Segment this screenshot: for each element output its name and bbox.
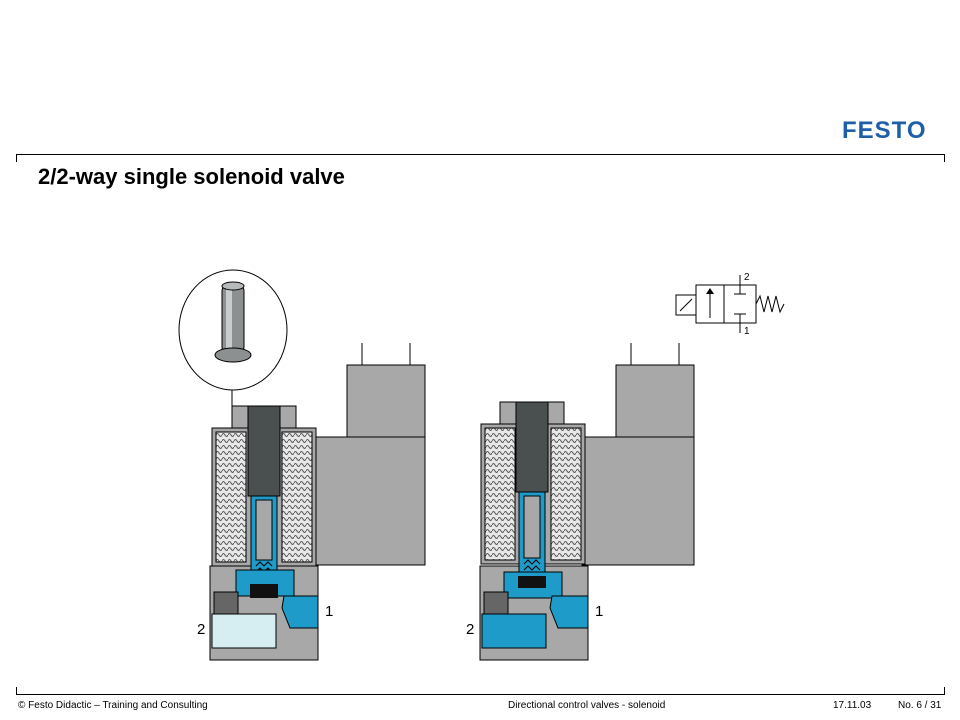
valve-right: 2 1: [466, 343, 695, 661]
symbol-port-1-label: 1: [744, 326, 750, 337]
footer-topic: Directional control valves - solenoid: [508, 700, 666, 711]
footer-rule: [16, 694, 945, 695]
festo-logo: FESTO: [842, 117, 927, 142]
header-rule: [16, 154, 945, 155]
left-port-1-label: 1: [325, 603, 333, 620]
right-port-1-label: 1: [595, 603, 603, 620]
header-rule-tick-left: [16, 154, 17, 162]
festo-logo-text: FESTO: [842, 117, 927, 142]
footer-copyright: © Festo Didactic – Training and Consulti…: [18, 700, 208, 711]
footer-rule-tick-right: [944, 687, 945, 695]
left-port-2-label: 2: [197, 621, 205, 638]
footer-page-number: No. 6 / 31: [898, 700, 942, 711]
header-rule-tick-right: [944, 154, 945, 162]
valve-diagram: 2 1 2 1: [178, 269, 785, 661]
right-port-2-label: 2: [466, 621, 474, 638]
slide-title: 2/2-way single solenoid valve: [38, 164, 345, 189]
symbol-port-2-label: 2: [744, 272, 750, 283]
plunger-inset: [178, 269, 288, 408]
footer-date: 17.11.03: [833, 700, 872, 711]
footer-rule-tick-left: [16, 687, 17, 695]
valve-symbol: 2 1: [675, 272, 785, 337]
valve-left: 2 1: [197, 343, 426, 661]
